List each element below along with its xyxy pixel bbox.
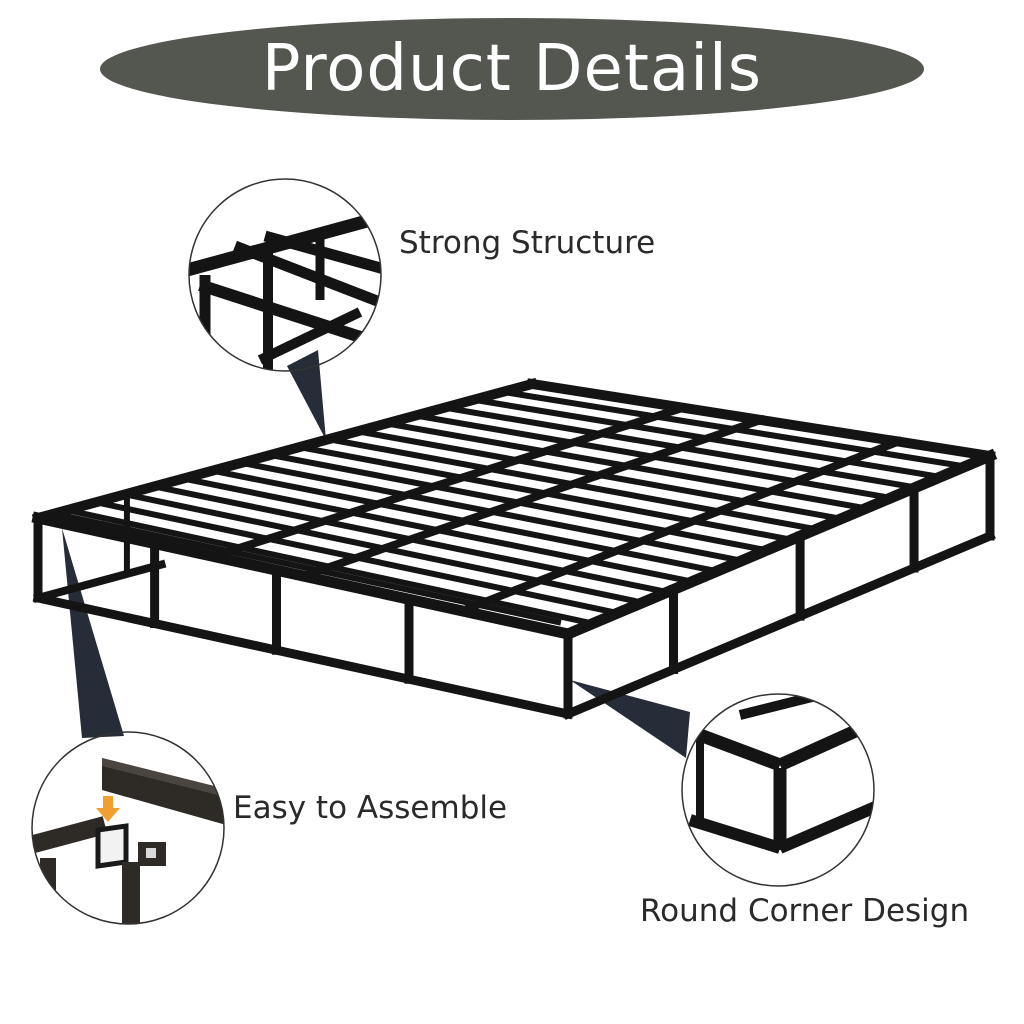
down-arrow-icon: [96, 796, 120, 822]
easy-assemble-detail: [31, 731, 225, 925]
strong-structure-detail: [188, 178, 382, 372]
callout-pointer-easy: [62, 528, 124, 738]
easy-assemble-label: Easy to Assemble: [233, 790, 508, 826]
callout-pointer-strong: [287, 350, 326, 440]
page-title: Product Details: [261, 32, 763, 106]
strong-structure-label: Strong Structure: [399, 225, 656, 261]
title-banner: Product Details: [100, 18, 924, 120]
round-corner-detail: [681, 693, 875, 887]
bed-frame: [31, 377, 998, 720]
round-corner-label: Round Corner Design: [640, 893, 970, 929]
